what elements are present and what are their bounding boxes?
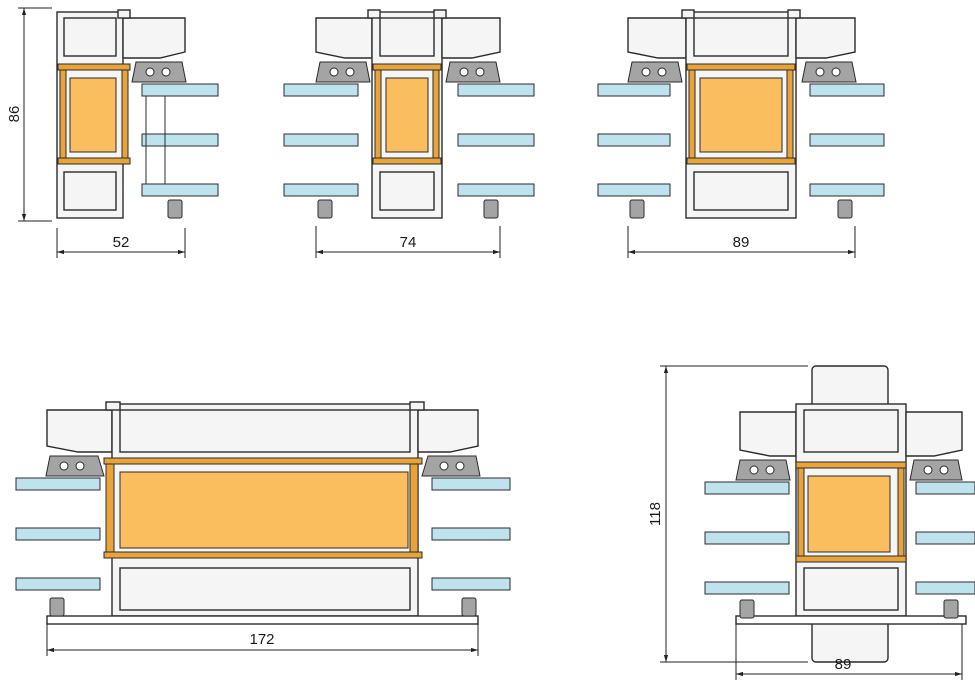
- insulation-core: [69, 77, 117, 153]
- thermal-break: [372, 63, 442, 165]
- insulation-core: [119, 471, 409, 549]
- dimension-width: [56, 228, 186, 258]
- dimension-label-width: 89: [835, 656, 852, 673]
- insulation-core: [699, 77, 783, 153]
- thermal-break: [686, 63, 796, 165]
- gasket: [131, 61, 187, 219]
- dimension-label-width: 74: [400, 234, 417, 251]
- glazing-unit: [283, 83, 535, 197]
- dimension-label-height: 86: [6, 106, 23, 123]
- dimension-width: [315, 226, 501, 258]
- glazing-unit: [597, 83, 885, 197]
- profile-74: 74: [283, 9, 535, 258]
- gasket: [735, 459, 963, 619]
- profile-172: 172: [15, 401, 511, 656]
- glazing-unit: [141, 83, 219, 197]
- thermal-break: [103, 457, 423, 559]
- glazing-unit: [704, 481, 975, 595]
- profile-52: 52 86: [6, 7, 219, 258]
- dimension-width: [735, 624, 963, 680]
- glazing-unit: [15, 477, 511, 591]
- gasket: [45, 455, 481, 617]
- dimension-width: [627, 226, 856, 258]
- dimension-label-width: 52: [113, 234, 130, 251]
- insulation-core: [807, 475, 891, 553]
- insulation-core: [385, 77, 429, 153]
- dimension-label-height: 118: [647, 502, 664, 526]
- dimension-height: [660, 365, 808, 663]
- profile-89-tee: 89 118: [647, 365, 975, 680]
- thermal-break: [57, 63, 131, 165]
- dimension-label-width: 172: [249, 631, 274, 648]
- dimension-width: [46, 622, 479, 656]
- dimension-height: [18, 7, 52, 222]
- gasket: [627, 61, 857, 219]
- gasket: [315, 61, 501, 219]
- dimension-label-width: 89: [733, 234, 750, 251]
- thermal-break: [795, 461, 907, 563]
- profile-89: 89: [597, 9, 885, 258]
